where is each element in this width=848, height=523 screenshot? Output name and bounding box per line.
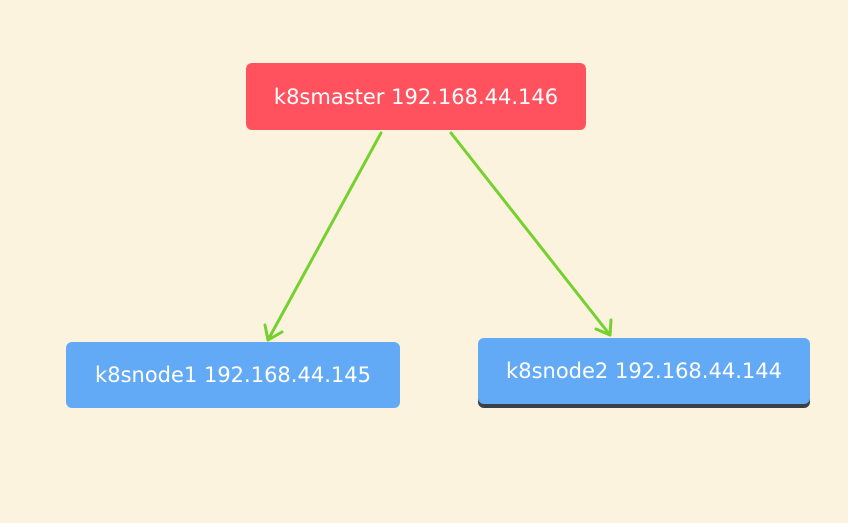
node-k8snode1[interactable]: k8snode1 192.168.44.145 [66,342,400,408]
node-k8smaster-label: k8smaster 192.168.44.146 [273,84,559,109]
edge-master-node2-arrowhead [594,318,613,337]
node-k8snode1-label: k8snode1 192.168.44.145 [95,363,371,387]
node-k8snode2-label: k8snode2 192.168.44.144 [506,359,782,383]
edge-master-node1-arrowhead [263,323,284,342]
edge-master-node1 [263,131,383,342]
node-k8smaster[interactable]: k8smaster 192.168.44.146 [246,63,586,130]
node-k8snode2[interactable]: k8snode2 192.168.44.144 [478,338,810,404]
edge-master-node2-line [449,131,612,337]
edge-master-node2 [449,131,613,337]
edge-master-node1-line [266,131,383,342]
